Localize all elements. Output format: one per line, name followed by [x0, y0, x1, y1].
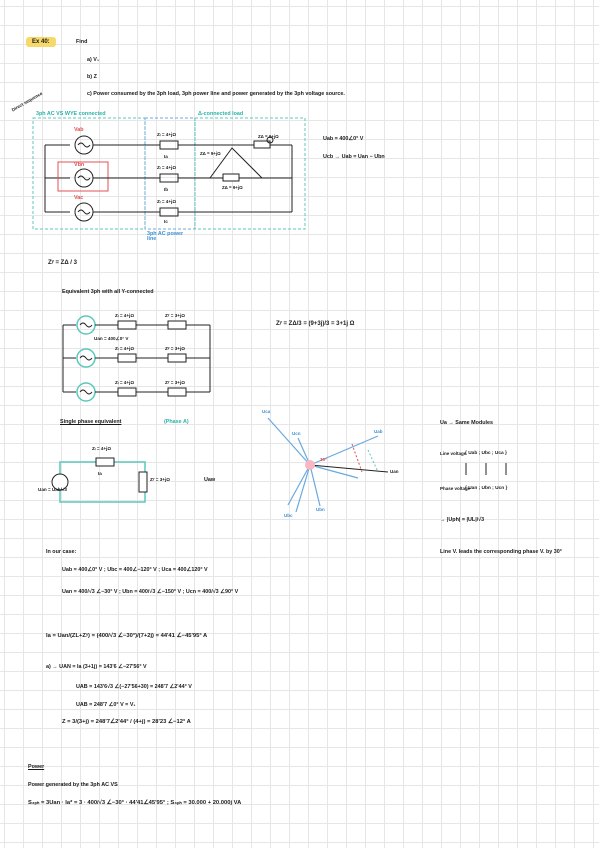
equiv-formula: Zʸ = ZΔ/3 = (9+3j)/3 = 3+1j Ω [276, 321, 355, 327]
equiv-zload: Zʸ = 3+jΩ [165, 313, 185, 318]
line-impedance-a [159, 140, 179, 150]
case-title: In our case: [46, 549, 77, 555]
calc-u1: a) → UAN = Ia (3+1j) = 143'6 ∠−27'56° V [46, 664, 147, 670]
power-line: Power generated by the 3ph AC VS [28, 782, 118, 788]
z-load-2: ZΔ = 9+jΩ [258, 134, 279, 139]
single-phase-loop [59, 461, 146, 503]
note-phase-set: { Uan ; Ubn ; Ucn } [465, 486, 508, 491]
given-ucb: Ucb → Uab = Uan − Ubn [323, 154, 385, 160]
note-rel: → |Uph| = |UL|/√3 [440, 517, 485, 523]
equiv-title: Equivalent 3ph with all Y-connected [62, 289, 154, 295]
line-label: 3ph AC power line [147, 231, 184, 243]
item-c: c) Power consumed by the 3ph load, 3ph p… [87, 91, 345, 97]
phasor-angle: 30° [320, 457, 327, 462]
equiv-zload-b: Zʸ = 3+jΩ [165, 346, 185, 351]
sp-uan: Uan = Uab/√3 [38, 487, 67, 492]
v-an-label: Vab [74, 127, 84, 133]
calc-z: Z = 3/(3+j) = 248'7∠2'44° / (4+j) = 28'2… [62, 719, 191, 725]
line-impedance-b [159, 173, 179, 183]
note-line-voltage: Line voltage [440, 451, 467, 456]
v-cn-label: Vac [74, 195, 84, 201]
calc-u3: UAB = 248'7 ∠0° V = V₁ [76, 702, 136, 708]
single-phase-subtitle: (Phase A) [164, 419, 189, 425]
z-line-a: Zₗ = 4+jΩ [157, 132, 177, 137]
sp-zload: Zʸ = 3+jΩ [150, 477, 170, 482]
case-line2: Uan = 400/√3 ∠−30° V ; Ubn = 400/√3 ∠−15… [62, 589, 239, 595]
phasor-diagram [267, 417, 379, 513]
phasor-uab: Uab [374, 429, 383, 434]
calc-u2: UAB = 143'6√3 ∠(−27'56+30) = 248'7 ∠2'44… [76, 684, 192, 690]
formula-delta: Zʸ = ZΔ / 3 [48, 260, 77, 266]
z-line-c: Zₗ = 4+jΩ [157, 199, 177, 204]
find-label: Find [76, 39, 88, 45]
z-load-1: ZΔ = 9+jΩ [200, 151, 221, 156]
equiv-zline: Zₗ = 4+jΩ [115, 313, 135, 318]
item-b: b) Z [87, 74, 97, 80]
equiv-zline-c: Zₗ = 4+jΩ [115, 380, 135, 385]
z-load-3: ZΔ = 9+jΩ [222, 185, 243, 190]
sp-zline: Zₗ = 4+jΩ [92, 446, 112, 451]
sp-uaw: Uaw [204, 477, 216, 483]
load-label: Δ-connected load [198, 111, 244, 117]
equiv-uan: Uan = 400∠0° V [94, 336, 129, 341]
note-seq: Ua → Same Modules [440, 420, 494, 426]
phasor-ubc: Ubc [284, 513, 293, 518]
equiv-zline-b: Zₗ = 4+jΩ [115, 346, 135, 351]
phasor-ubn: Ubn [316, 507, 325, 512]
z-line-b: Zₗ = 4+jΩ [157, 165, 177, 170]
line-impedance-c [159, 207, 179, 217]
case-line1: Uab = 400∠0° V ; Ubc = 400∠−120° V ; Uca… [62, 567, 208, 573]
example-tag: Ex 40: [26, 37, 56, 47]
note-line-set: { Uab ; Ubc ; Uca } [465, 451, 507, 456]
note-phase-voltage: Phase voltage [440, 486, 471, 491]
phasor-ucn: Ucn [292, 431, 301, 436]
single-phase-title: Single phase equivalent [60, 419, 122, 425]
i-b-label: Ib [164, 187, 169, 192]
calc-ia: Ia = Uan/(ZL+Zʸ) = (400/√3 ∠−30°)/(7+2j)… [46, 633, 208, 639]
source-label: 3ph AC VS WYE connected [36, 111, 106, 117]
sp-ia: Ia [98, 471, 102, 476]
v-bn-label: Vbn [74, 162, 85, 168]
item-a: a) V₁ [87, 57, 100, 63]
i-c-label: Ic [164, 219, 168, 224]
note-lead: Line V. leads the corresponding phase V.… [440, 549, 562, 555]
equiv-zload-c: Zʸ = 3+jΩ [165, 380, 185, 385]
load-box [194, 117, 306, 230]
phasor-uca: Uca [262, 409, 271, 414]
given-uab: Uab = 400∠0° V [323, 136, 364, 142]
phasor-uan: Uan [390, 469, 399, 474]
power-formula: S₃ₚₕ = 3Uan · Ia* = 3 · 400/√3 ∠−30° · 4… [28, 800, 242, 806]
i-a-label: Ia [164, 154, 168, 159]
power-title: Power [28, 764, 45, 770]
